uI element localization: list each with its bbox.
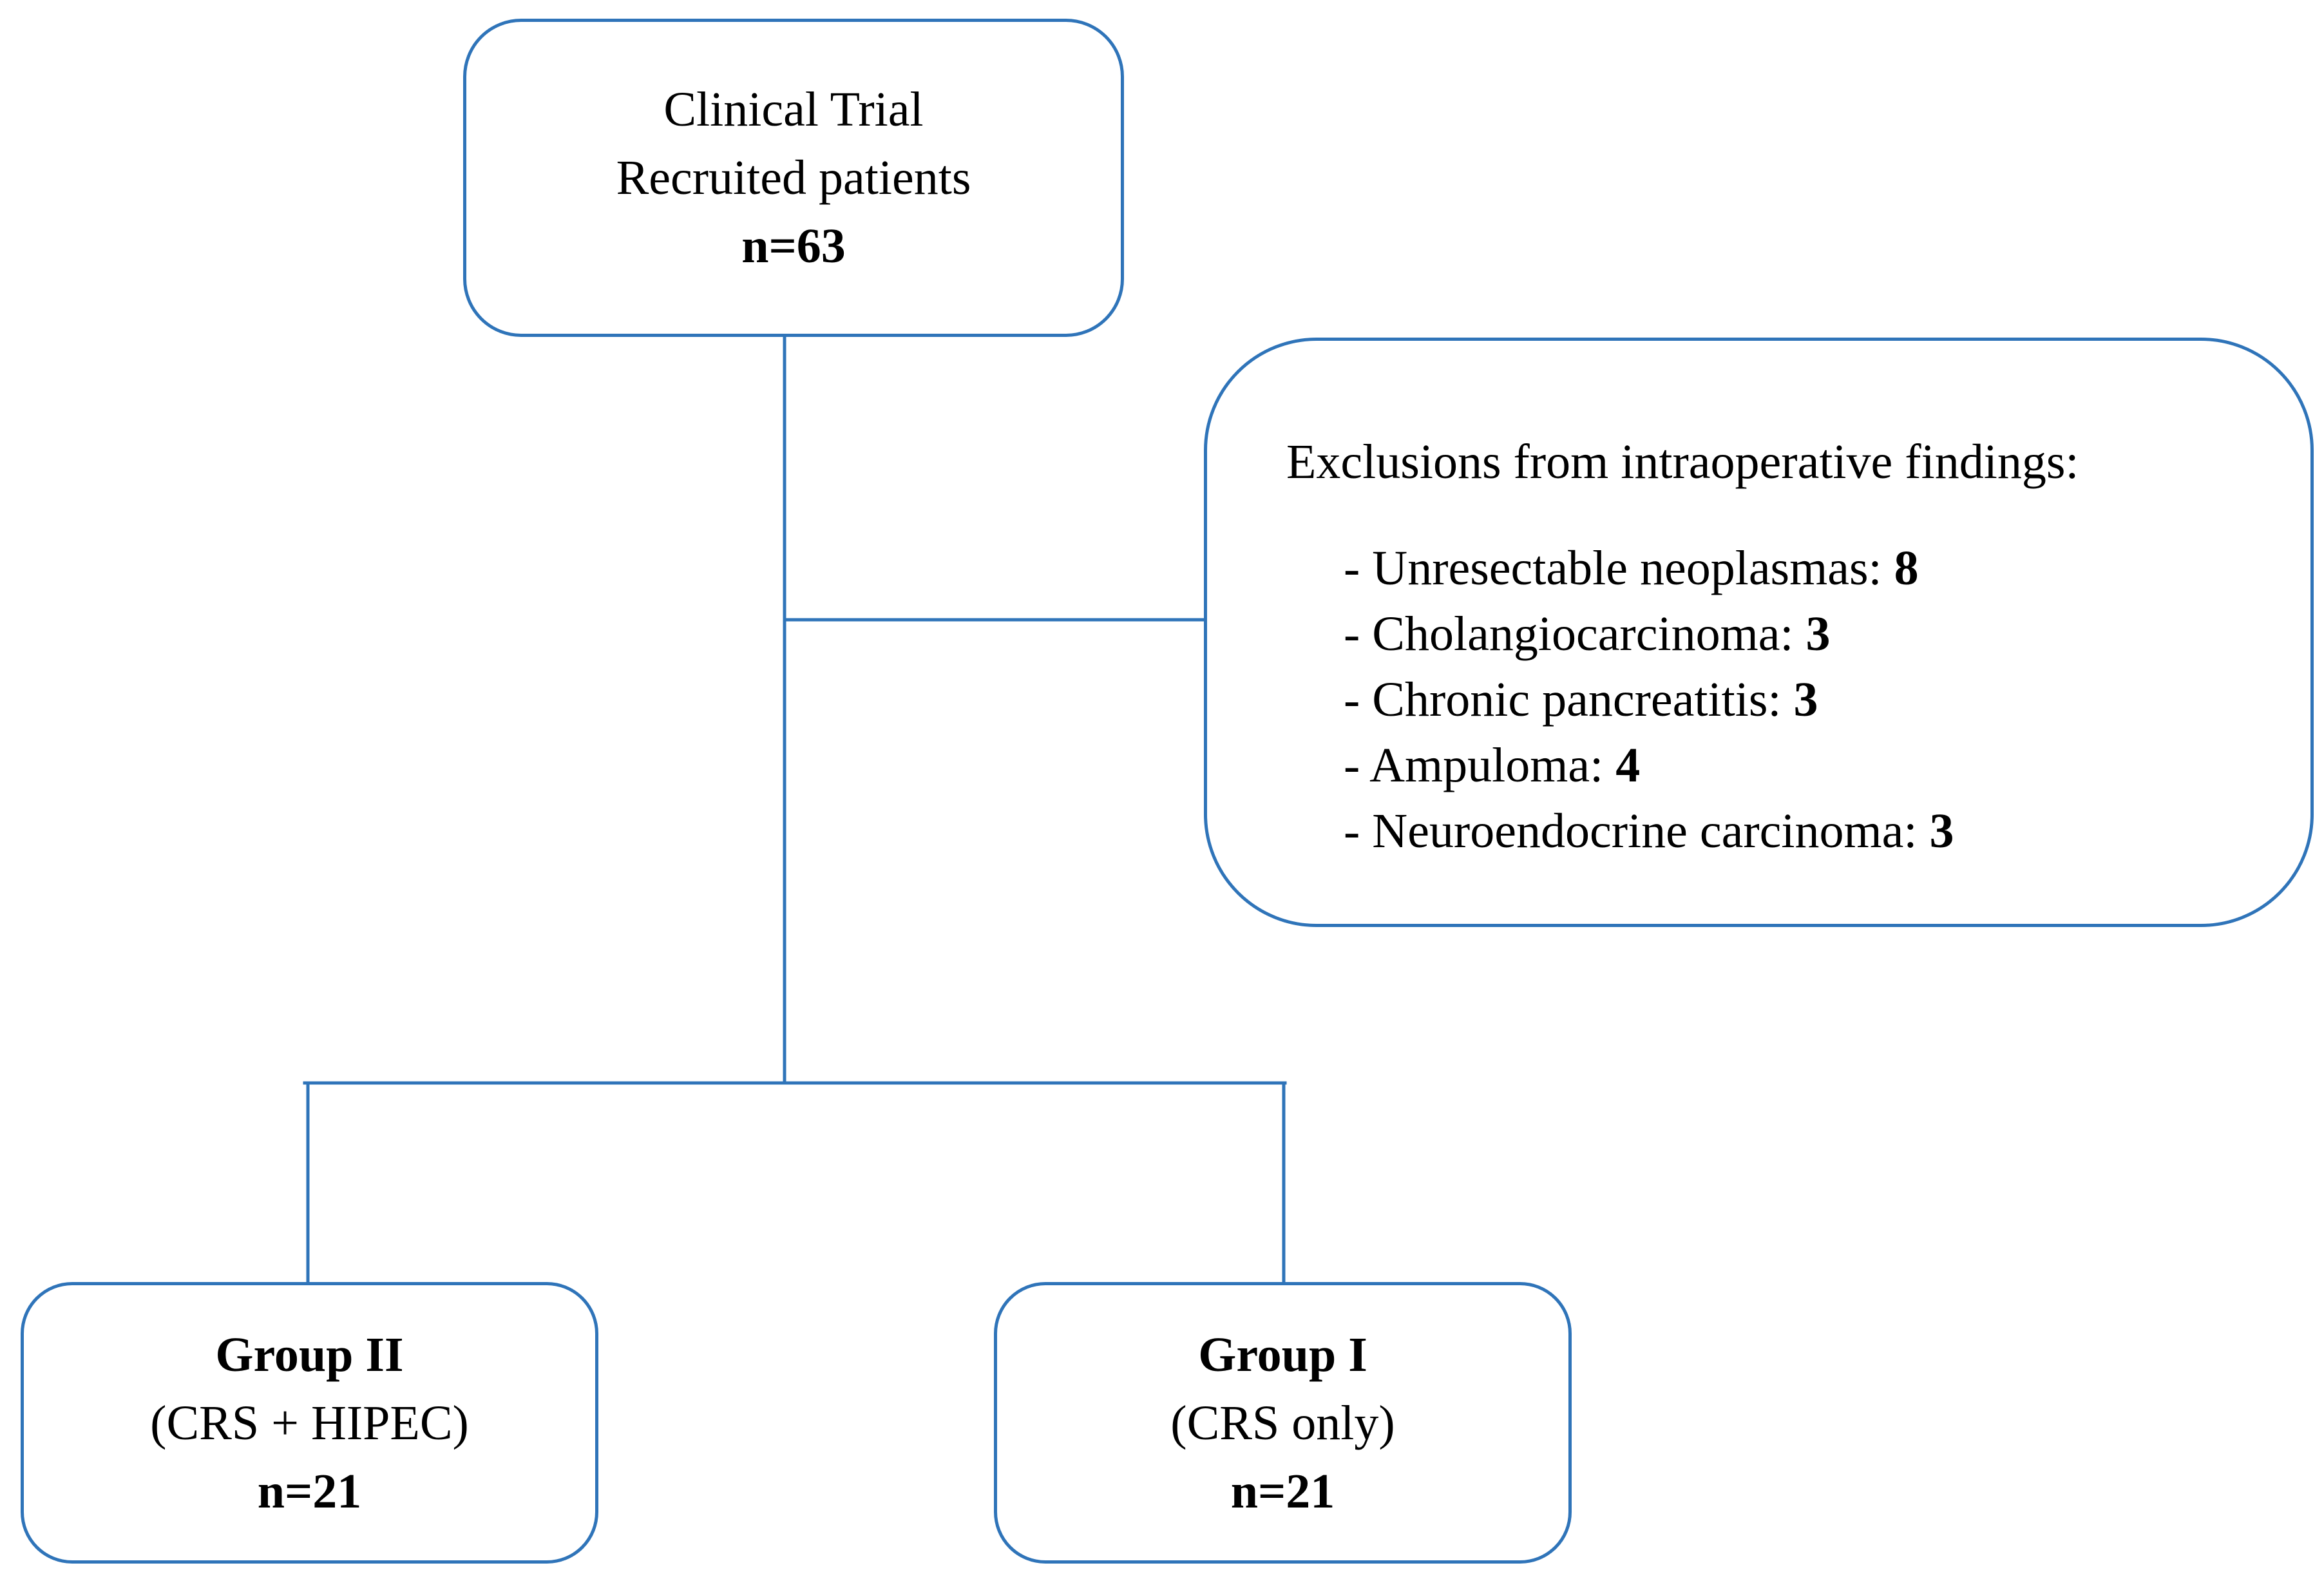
exclusions-title: Exclusions from intraoperative findings: — [1286, 435, 2079, 489]
exclusion-count: 3 — [1929, 804, 1954, 858]
exclusions-box: Exclusions from intraoperative findings:… — [1204, 338, 2314, 927]
exclusion-count: 8 — [1894, 541, 1919, 595]
group1-name: Group I — [1198, 1327, 1367, 1382]
exclusion-item: - Ampuloma: 4 — [1344, 732, 1954, 798]
group2-treatment: (CRS + HIPEC) — [150, 1395, 469, 1450]
exclusion-label: - Ampuloma: — [1344, 738, 1616, 792]
group2-count: n=21 — [257, 1464, 362, 1518]
recruited-count: n=63 — [741, 219, 846, 273]
exclusion-item: - Chronic pancreatitis: 3 — [1344, 667, 1954, 732]
group1-treatment: (CRS only) — [1170, 1395, 1395, 1450]
exclusion-label: - Unresectable neoplasmas: — [1344, 541, 1894, 595]
recruited-title-line2: Recruited patients — [616, 151, 971, 205]
exclusion-label: - Cholangiocarcinoma: — [1344, 607, 1806, 661]
group1-box: Group I (CRS only) n=21 — [994, 1282, 1572, 1564]
recruited-patients-box: Clinical Trial Recruited patients n=63 — [463, 19, 1124, 337]
exclusion-count: 3 — [1793, 673, 1818, 727]
exclusion-item: - Cholangiocarcinoma: 3 — [1344, 601, 1954, 667]
exclusion-item: - Unresectable neoplasmas: 8 — [1344, 535, 1954, 601]
group2-name: Group II — [215, 1327, 404, 1382]
group2-box: Group II (CRS + HIPEC) n=21 — [21, 1282, 598, 1564]
exclusion-item: - Neuroendocrine carcinoma: 3 — [1344, 798, 1954, 864]
exclusion-label: - Neuroendocrine carcinoma: — [1344, 804, 1930, 858]
exclusion-count: 4 — [1615, 738, 1641, 792]
exclusion-label: - Chronic pancreatitis: — [1344, 673, 1794, 727]
recruited-title-line1: Clinical Trial — [663, 82, 924, 137]
exclusions-list: - Unresectable neoplasmas: 8 - Cholangio… — [1344, 535, 1954, 864]
exclusion-count: 3 — [1805, 607, 1831, 661]
group1-count: n=21 — [1230, 1464, 1335, 1518]
